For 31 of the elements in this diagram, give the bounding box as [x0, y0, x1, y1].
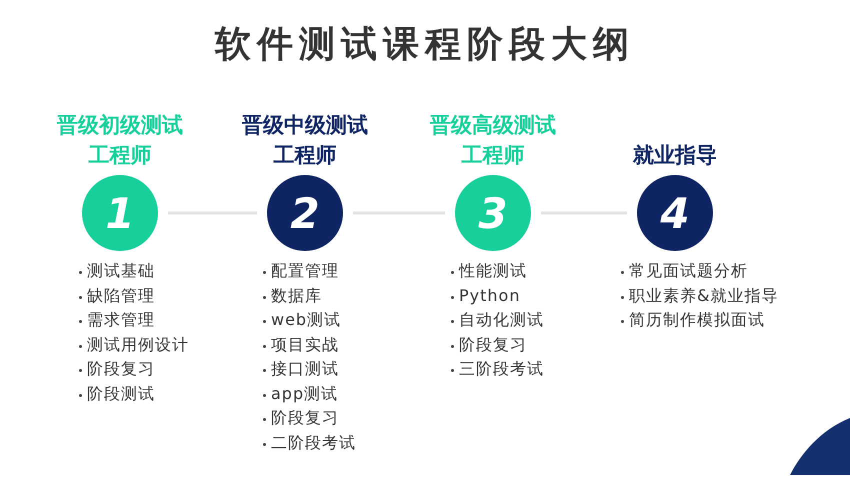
stage-number: 3	[478, 188, 508, 238]
course-topic: 自动化测试	[450, 308, 544, 332]
course-topic: web测试	[262, 308, 356, 332]
course-topic: 阶段复习	[78, 357, 189, 382]
course-topic: 测试用例设计	[78, 332, 189, 357]
stage-heading: 晋级初级测试工程师	[56, 112, 184, 169]
course-topic: 项目实战	[262, 332, 356, 357]
stage-heading: 晋级高级测试工程师	[429, 112, 557, 169]
course-topic: 阶段复习	[450, 332, 544, 357]
stage-number: 2	[290, 188, 320, 238]
course-topic: 测试基础	[78, 259, 189, 284]
stage-heading: 晋级中级测试工程师	[241, 112, 369, 169]
course-topic: 性能测试	[450, 259, 544, 284]
course-topic: 职业素养&就业指导	[620, 284, 778, 308]
course-topic: 接口测试	[262, 357, 356, 382]
stage-number: 1	[105, 188, 135, 238]
course-topic: 阶段复习	[262, 406, 356, 430]
course-topic: 二阶段考试	[262, 430, 356, 455]
course-topic: 常见面试题分析	[620, 259, 778, 284]
course-topic: 需求管理	[78, 308, 189, 332]
stage-heading: 就业指导	[632, 142, 718, 169]
title: 软件测试课程阶段大纲	[214, 23, 636, 67]
course-topic: app测试	[262, 382, 356, 406]
course-topic: 三阶段考试	[450, 357, 544, 382]
course-topic: 数据库	[262, 284, 356, 308]
course-topic: Python	[450, 284, 544, 308]
course-topic: 配置管理	[262, 259, 356, 284]
stage-number: 4	[660, 188, 690, 238]
course-topic: 缺陷管理	[78, 284, 189, 308]
course-topic: 阶段测试	[78, 382, 189, 406]
course-topic: 简历制作模拟面试	[620, 308, 778, 332]
